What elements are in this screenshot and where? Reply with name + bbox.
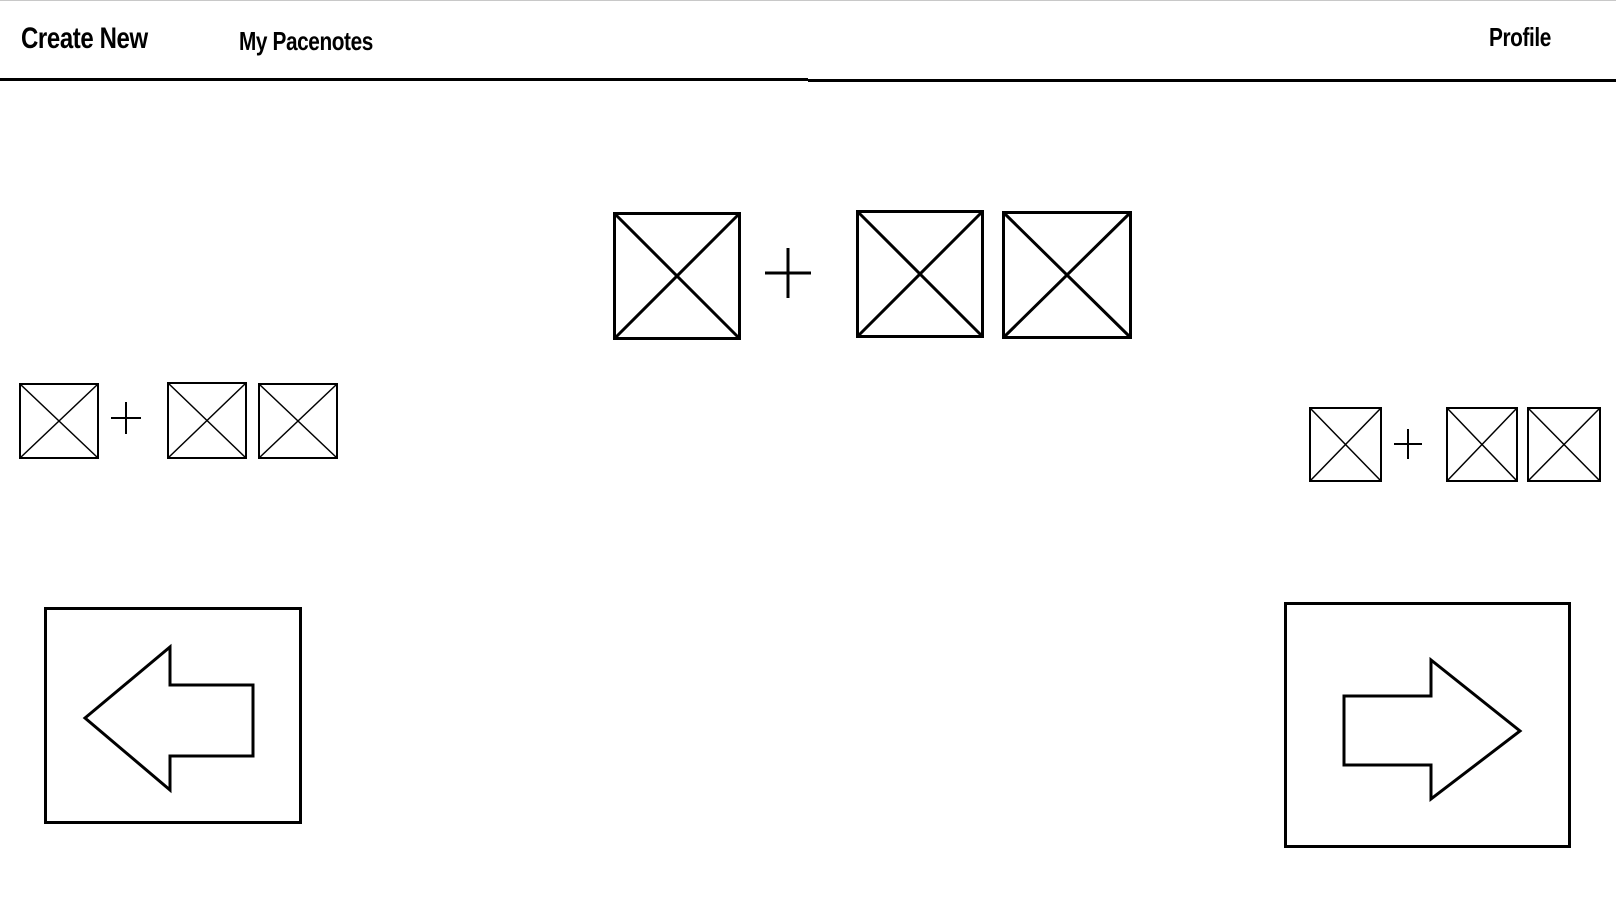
nav-create-new[interactable]: Create New	[21, 22, 148, 55]
previous-button[interactable]	[44, 607, 302, 824]
pacenote-item-left[interactable]	[18, 382, 338, 460]
arrow-right-icon	[1342, 656, 1523, 803]
nav-divider	[808, 79, 1616, 82]
image-placeholder-icon	[19, 383, 99, 459]
plus-icon	[111, 402, 141, 434]
image-placeholder-icon	[1527, 407, 1601, 482]
plus-icon	[765, 248, 811, 298]
nav-divider	[0, 78, 808, 81]
image-placeholder-icon	[1002, 211, 1132, 339]
pacenote-item-right[interactable]	[1309, 407, 1603, 483]
pacenote-item-center[interactable]	[612, 210, 1134, 340]
image-placeholder-icon	[1446, 407, 1518, 482]
nav-my-pacenotes[interactable]: My Pacenotes	[239, 26, 373, 56]
arrow-left-icon	[82, 643, 255, 794]
image-placeholder-icon	[856, 210, 984, 338]
nav-profile[interactable]: Profile	[1489, 22, 1551, 52]
top-edge-line	[0, 0, 1616, 1]
next-button[interactable]	[1284, 602, 1571, 848]
plus-icon	[1394, 429, 1422, 459]
image-placeholder-icon	[613, 212, 741, 340]
image-placeholder-icon	[258, 383, 338, 459]
image-placeholder-icon	[1309, 407, 1382, 482]
image-placeholder-icon	[167, 382, 247, 459]
